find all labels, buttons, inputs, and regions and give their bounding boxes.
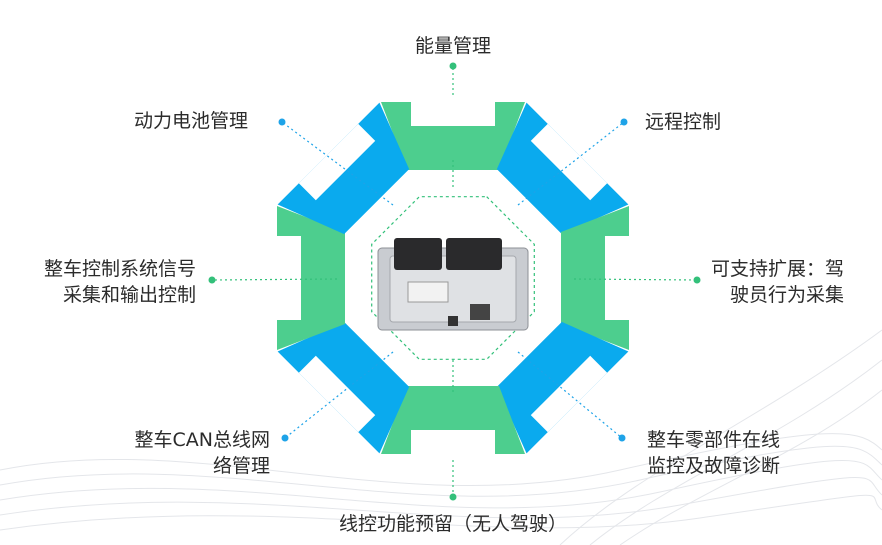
label-remote-control: 远程控制 [645, 111, 722, 133]
label-can-bus: 整车CAN总线网 络管理 [110, 427, 270, 479]
connector-line-bottom-left [284, 351, 394, 439]
gear-segment-notch [530, 123, 608, 201]
gear-segment-right [561, 206, 629, 350]
connector-line-top-left [281, 121, 394, 206]
ecu-sticker [407, 281, 449, 303]
connector-dot-bottom-right [618, 434, 626, 442]
gear-segment-top [381, 102, 525, 170]
gear-segment-notch [411, 430, 495, 454]
gear-segment-bottom [381, 386, 525, 454]
ecu-connector-right [446, 238, 502, 270]
connector-dot-left [208, 276, 216, 284]
gear-segment-notch [605, 236, 629, 320]
label-can-bus-line2: 络管理 [212, 455, 270, 477]
label-can-bus-line1: 整车CAN总线网 [134, 429, 270, 451]
label-drive-by-wire: 线控功能预留（无人驾驶） [338, 513, 568, 535]
label-battery-management: 动力电池管理 [134, 110, 249, 132]
label-vehicle-signal-io: 整车控制系统信号 采集和输出控制 [16, 256, 196, 308]
ecu-device-image [377, 238, 529, 331]
connector-dot-bottom-left [281, 434, 289, 442]
connector-line-right [573, 278, 698, 281]
gear-segment-notch [298, 123, 376, 201]
gear-segment-notch [411, 102, 495, 126]
label-driver-behavior-line1: 可支持扩展：驾 [711, 258, 845, 280]
label-parts-monitoring-line2: 监控及故障诊断 [647, 455, 781, 477]
gear-segment-bottom-left [277, 321, 410, 454]
gear-ring [277, 102, 629, 454]
connector-dot-bottom [449, 493, 457, 501]
gear-segment-notch [277, 236, 301, 320]
label-parts-monitoring: 整车零部件在线 监控及故障诊断 [647, 427, 780, 479]
gear-segment-top-right [496, 102, 629, 235]
ecu-plug [448, 316, 458, 326]
label-driver-behavior: 可支持扩展：驾 驶员行为采集 [711, 256, 844, 308]
ecu-qr [470, 304, 490, 320]
background-waves [0, 329, 882, 545]
label-parts-monitoring-line1: 整车零部件在线 [647, 429, 781, 451]
connector-dot-top-left [278, 118, 286, 126]
connector-dot-top [449, 62, 457, 70]
connector-dot-right [693, 276, 701, 284]
connector-dot-top-right [620, 118, 628, 126]
ecu-connector-left [394, 238, 442, 270]
gear-segment-left [277, 206, 345, 350]
gear-segment-notch [298, 355, 376, 433]
label-vehicle-signal-io-line2: 采集和输出控制 [62, 284, 196, 306]
connector-line-left [211, 278, 338, 281]
label-driver-behavior-line2: 驶员行为采集 [730, 284, 845, 306]
label-energy-management: 能量管理 [414, 35, 492, 57]
label-vehicle-signal-io-line1: 整车控制系统信号 [43, 258, 196, 280]
